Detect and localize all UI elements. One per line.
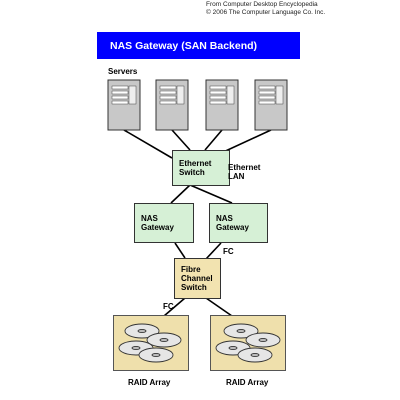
wire-switch-nas-left — [170, 184, 191, 204]
wire-fc-raid-left — [163, 297, 186, 317]
fc-switch-line2: Channel — [181, 274, 213, 283]
fibre-channel-switch-box: Fibre Channel Switch — [174, 258, 221, 299]
ethernet-switch-line1: Ethernet — [179, 159, 212, 168]
fc-label-lower: FC — [163, 302, 174, 311]
disk-stack-icon — [215, 323, 281, 363]
nas-gateway-right-line2: Gateway — [216, 223, 249, 232]
fc-switch-line3: Switch — [181, 283, 207, 292]
server-icon-3 — [205, 79, 239, 131]
ethernet-switch-box: Ethernet Switch — [172, 150, 230, 186]
fc-label-upper: FC — [223, 247, 234, 256]
wire-fc-raid-right — [205, 297, 233, 317]
ethernet-lan-label: Ethernet LAN — [228, 163, 260, 181]
wire-server3-switch — [204, 129, 223, 151]
ethernet-lan-line2: LAN — [228, 172, 245, 181]
diagram-title: NAS Gateway (SAN Backend) — [97, 32, 300, 59]
nas-gateway-right-box: NAS Gateway — [209, 203, 268, 243]
server-icon-4 — [254, 79, 288, 131]
fc-switch-line1: Fibre — [181, 265, 201, 274]
ethernet-lan-line1: Ethernet — [228, 163, 261, 172]
nas-gateway-left-box: NAS Gateway — [134, 203, 194, 243]
diagram-title-text: NAS Gateway (SAN Backend) — [110, 39, 258, 52]
credit-line-1: From Computer Desktop Encyclopedia — [206, 1, 318, 8]
wire-nas-left-fc — [174, 242, 186, 259]
servers-label: Servers — [108, 67, 138, 76]
raid-array-left — [113, 315, 189, 371]
server-icon-1 — [107, 79, 141, 131]
raid-array-right — [210, 315, 286, 371]
server-icon-2 — [155, 79, 189, 131]
raid-array-left-label: RAID Array — [128, 378, 171, 387]
credit-line-2: © 2006 The Computer Language Co. Inc. — [206, 9, 326, 16]
disk-stack-icon — [118, 323, 182, 363]
wire-server2-switch — [171, 129, 191, 151]
copyright-credit: From Computer Desktop Encyclopedia © 200… — [206, 1, 325, 17]
wire-switch-nas-right — [189, 184, 233, 204]
wire-nas-right-fc — [205, 242, 222, 260]
nas-gateway-right-line1: NAS — [216, 214, 233, 223]
ethernet-switch-line2: Switch — [179, 168, 205, 177]
nas-gateway-left-line1: NAS — [141, 214, 158, 223]
wire-server1-switch — [123, 129, 173, 159]
nas-gateway-left-line2: Gateway — [141, 223, 174, 232]
raid-array-right-label: RAID Array — [226, 378, 269, 387]
